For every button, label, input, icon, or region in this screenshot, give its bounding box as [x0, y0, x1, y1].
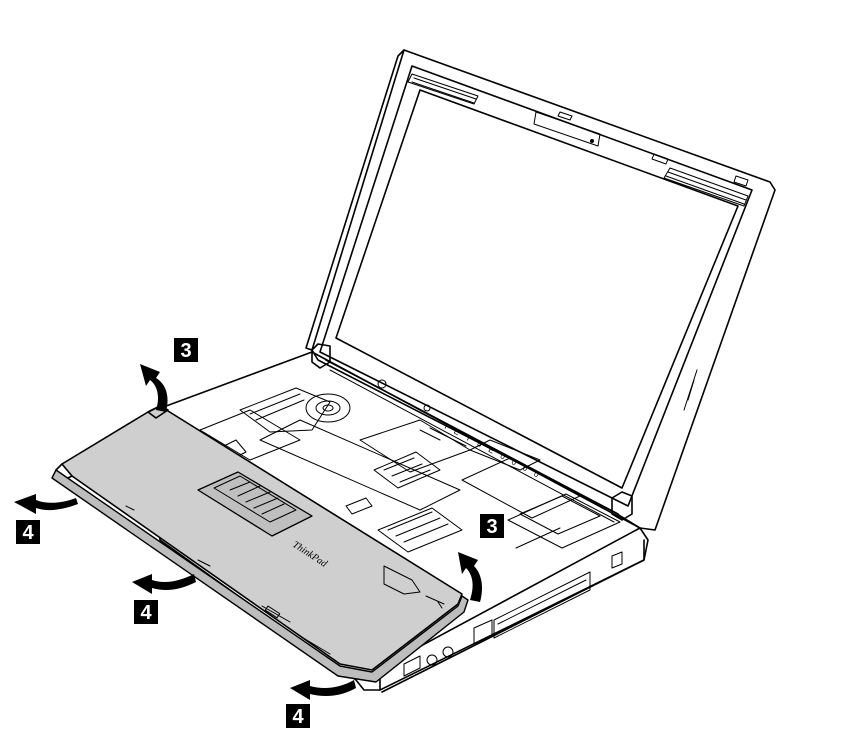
camera-icon [590, 139, 594, 143]
camera-module [533, 111, 601, 147]
audio-jack-1 [426, 654, 438, 666]
display-lid: I E T 0 E 0 0 0 0 [305, 49, 776, 531]
palm-rest-slot [264, 605, 281, 619]
touchpad-well [197, 471, 313, 537]
hinge-right [611, 491, 633, 521]
callout-step-4-middle: 4 [134, 600, 158, 624]
ethernet-port [473, 619, 493, 645]
palm-rest: ThinkPad [51, 405, 469, 683]
svg-text:4: 4 [22, 522, 34, 544]
pull-arrow-4-middle [132, 574, 196, 594]
callout-step-4-left: 4 [16, 520, 40, 544]
connector-socket-1 [373, 451, 441, 489]
callout-step-4-bottom: 4 [286, 704, 310, 728]
internal-components [199, 387, 621, 553]
callout-step-3-lower: 3 [480, 514, 504, 538]
speaker-grille-right [663, 167, 749, 207]
speaker-grille-left [407, 73, 479, 105]
connector-socket-2 [377, 507, 463, 553]
usb-port [403, 655, 421, 677]
pull-arrow-4-left [14, 494, 78, 514]
svg-text:4: 4 [292, 706, 304, 728]
audio-jack-2 [442, 646, 454, 658]
lift-arrow-right [458, 552, 482, 602]
svg-text:3: 3 [180, 340, 191, 362]
screen [335, 89, 739, 489]
lift-arrow-left [140, 364, 168, 412]
palm-rest-surface [61, 405, 463, 671]
svg-text:3: 3 [486, 516, 497, 538]
svg-text:4: 4 [140, 602, 152, 624]
callout-step-3-upper: 3 [174, 338, 198, 362]
pull-arrow-4-bottom [290, 680, 356, 700]
cooling-fan [305, 393, 351, 423]
